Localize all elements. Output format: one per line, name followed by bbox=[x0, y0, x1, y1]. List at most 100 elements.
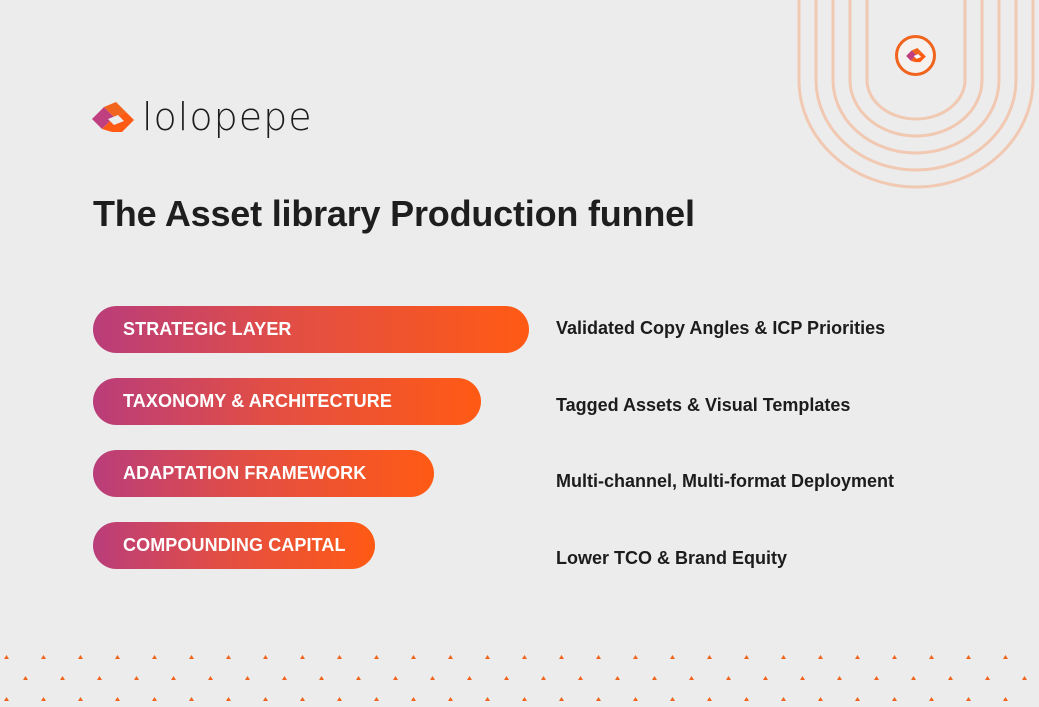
triangle-mark bbox=[781, 697, 786, 701]
triangle-mark bbox=[985, 676, 990, 680]
triangle-mark bbox=[744, 697, 749, 701]
triangle-mark bbox=[818, 697, 823, 701]
triangle-mark bbox=[744, 655, 749, 659]
triangle-mark bbox=[245, 676, 250, 680]
triangle-mark bbox=[467, 676, 472, 680]
triangle-mark bbox=[411, 697, 416, 701]
triangle-mark bbox=[448, 655, 453, 659]
triangle-mark bbox=[726, 676, 731, 680]
triangle-mark bbox=[1003, 655, 1008, 659]
triangle-mark bbox=[763, 676, 768, 680]
triangle-mark bbox=[337, 655, 342, 659]
triangle-mark bbox=[374, 655, 379, 659]
triangle-mark bbox=[4, 655, 9, 659]
triangle-mark bbox=[263, 655, 268, 659]
triangle-mark bbox=[596, 655, 601, 659]
triangle-mark bbox=[430, 676, 435, 680]
triangle-mark bbox=[374, 697, 379, 701]
funnel-outcome-compounding: Lower TCO & Brand Equity bbox=[556, 548, 788, 568]
triangle-mark bbox=[78, 655, 83, 659]
triangle-mark bbox=[208, 676, 213, 680]
logo-badge bbox=[895, 35, 936, 76]
triangle-mark bbox=[97, 676, 102, 680]
triangle-mark bbox=[837, 676, 842, 680]
triangle-mark bbox=[596, 697, 601, 701]
brand-wordmark: lolopepe bbox=[142, 95, 313, 139]
triangle-mark bbox=[115, 655, 120, 659]
triangle-mark bbox=[966, 697, 971, 701]
funnel-outcome-taxonomy: Tagged Assets & Visual Templates bbox=[556, 395, 851, 415]
triangle-mark bbox=[855, 697, 860, 701]
triangle-mark bbox=[1022, 676, 1027, 680]
funnel-layer-compounding: COMPOUNDING CAPITAL bbox=[93, 522, 375, 569]
triangle-mark bbox=[41, 697, 46, 701]
triangle-mark bbox=[707, 697, 712, 701]
triangle-mark bbox=[1003, 697, 1008, 701]
triangle-mark bbox=[855, 655, 860, 659]
triangle-mark bbox=[929, 697, 934, 701]
triangle-mark bbox=[4, 697, 9, 701]
triangle-mark bbox=[189, 697, 194, 701]
triangle-mark bbox=[892, 655, 897, 659]
triangle-mark bbox=[966, 655, 971, 659]
funnel-layer-label: COMPOUNDING CAPITAL bbox=[123, 535, 346, 555]
triangle-mark bbox=[23, 676, 28, 680]
triangle-mark bbox=[189, 655, 194, 659]
triangle-mark bbox=[78, 697, 83, 701]
triangle-mark bbox=[152, 655, 157, 659]
funnel-outcome-adaptation: Multi-channel, Multi-format Deployment bbox=[556, 471, 895, 491]
triangle-mark bbox=[892, 697, 897, 701]
funnel-outcome-strategic: Validated Copy Angles & ICP Priorities bbox=[556, 318, 886, 338]
lolopepe-logo-icon bbox=[92, 102, 134, 132]
triangle-mark bbox=[818, 655, 823, 659]
decorative-triangle-pattern bbox=[4, 655, 1027, 701]
triangle-mark bbox=[485, 697, 490, 701]
triangle-mark bbox=[522, 655, 527, 659]
triangle-mark bbox=[559, 697, 564, 701]
page-title: The Asset library Production funnel bbox=[93, 193, 695, 234]
triangle-mark bbox=[615, 676, 620, 680]
triangle-mark bbox=[282, 676, 287, 680]
triangle-mark bbox=[670, 655, 675, 659]
triangle-mark bbox=[652, 676, 657, 680]
funnel-layer-adaptation: ADAPTATION FRAMEWORK bbox=[93, 450, 434, 497]
triangle-mark bbox=[911, 676, 916, 680]
triangle-mark bbox=[263, 697, 268, 701]
triangle-mark bbox=[300, 655, 305, 659]
triangle-mark bbox=[226, 655, 231, 659]
triangle-mark bbox=[152, 697, 157, 701]
badge-logo-icon bbox=[905, 47, 926, 62]
triangle-mark bbox=[60, 676, 65, 680]
triangle-mark bbox=[393, 676, 398, 680]
funnel-layer-strategic: STRATEGIC LAYER bbox=[93, 306, 529, 353]
triangle-mark bbox=[522, 697, 527, 701]
brand-logo: lolopepe bbox=[92, 84, 313, 154]
triangle-mark bbox=[411, 655, 416, 659]
triangle-mark bbox=[356, 676, 361, 680]
triangle-mark bbox=[41, 655, 46, 659]
triangle-mark bbox=[689, 676, 694, 680]
triangle-mark bbox=[948, 676, 953, 680]
triangle-mark bbox=[781, 655, 786, 659]
triangle-mark bbox=[171, 676, 176, 680]
triangle-mark bbox=[670, 697, 675, 701]
triangle-mark bbox=[800, 676, 805, 680]
triangle-mark bbox=[337, 697, 342, 701]
triangle-mark bbox=[134, 676, 139, 680]
decorative-arcs bbox=[797, 0, 1035, 189]
triangle-mark bbox=[504, 676, 509, 680]
triangle-mark bbox=[319, 676, 324, 680]
triangle-mark bbox=[559, 655, 564, 659]
funnel-layer-label: TAXONOMY & ARCHITECTURE bbox=[123, 391, 392, 411]
triangle-mark bbox=[485, 655, 490, 659]
funnel-layer-taxonomy: TAXONOMY & ARCHITECTURE bbox=[93, 378, 481, 425]
triangle-mark bbox=[115, 697, 120, 701]
triangle-mark bbox=[226, 697, 231, 701]
triangle-mark bbox=[874, 676, 879, 680]
triangle-mark bbox=[541, 676, 546, 680]
funnel-layer-label: ADAPTATION FRAMEWORK bbox=[123, 463, 367, 483]
funnel-layer-label: STRATEGIC LAYER bbox=[123, 319, 292, 339]
triangle-mark bbox=[707, 655, 712, 659]
triangle-mark bbox=[578, 676, 583, 680]
triangle-mark bbox=[929, 655, 934, 659]
